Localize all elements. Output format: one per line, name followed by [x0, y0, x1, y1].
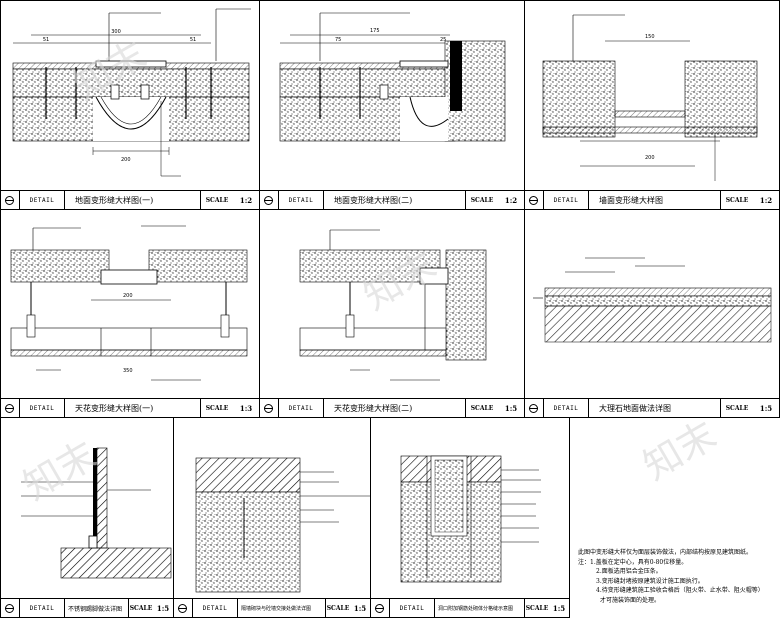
general-notes: 此图中变形缝大样仅为面层装饰做法，内部结构按原见建筑图纸。 注：1.盖板在定中心…	[578, 548, 778, 605]
scale-label: SCALE	[465, 399, 498, 417]
detail-panel-opening-masonry: DETAIL 洞口附加钢筋处砌体分格缝示意图 SCALE 1:5	[370, 417, 570, 618]
detail-panel-partition-junction: DETAIL 隔墙砌块与砼墙交接处做法详图 SCALE 1:5	[173, 417, 371, 618]
dim-p2-left: 75	[335, 37, 341, 43]
section-symbol-icon	[264, 195, 273, 205]
marble-floor-drawing	[533, 257, 772, 343]
scale-value: 1:2	[504, 195, 518, 205]
scale-value: 1:3	[239, 403, 253, 413]
dim-p2-right: 25	[440, 37, 446, 43]
panel-caption: DETAIL 隔墙砌块与砼墙交接处做法详图 SCALE 1:5	[174, 598, 370, 617]
panel-title: 隔墙砌块与砼墙交接处做法详图	[241, 605, 312, 612]
note-item: 2.面板选用铝合金压条。	[596, 568, 662, 575]
dim-p2-top: 175	[370, 28, 380, 34]
detail-panel-marble-floor: DETAIL 大理石地面做法详图 SCALE 1:5	[524, 209, 780, 418]
panel-caption: DETAIL 不锈钢踢脚做法详图 SCALE 1:5	[1, 598, 173, 617]
panel-caption: DETAIL 天花变形缝大样图(一) SCALE 1:3	[1, 398, 259, 417]
floor-joint-2-drawing: 175 75 25	[279, 12, 506, 142]
section-symbol-icon	[264, 403, 273, 413]
detail-label: DETAIL	[192, 599, 238, 617]
note-item: 才可施装饰面的处理。	[600, 596, 661, 604]
scale-label: SCALE	[524, 599, 549, 617]
scale-label: SCALE	[200, 399, 233, 417]
panel-caption: DETAIL 洞口附加钢筋处砌体分格缝示意图 SCALE 1:5	[371, 598, 569, 617]
panel-title: 地面变形缝大样图(二)	[334, 195, 413, 205]
panel-title: 天花变形缝大样图(二)	[334, 403, 413, 413]
section-symbol-icon	[529, 403, 538, 413]
detail-label: DETAIL	[389, 599, 435, 617]
detail-panel-wall-joint: 150 200 DETAIL 墙面变形缝大样图 SCALE 1:2	[524, 0, 780, 210]
panel-title: 洞口附加钢筋处砌体分格缝示意图	[438, 605, 514, 612]
detail-panel-ceiling-joint-1: 200 350 DETAIL 天花变形缝大样图(一) SCALE 1:3	[0, 209, 260, 418]
dim-p3-top: 150	[645, 34, 655, 40]
scale-label: SCALE	[720, 191, 753, 209]
section-symbol-icon	[529, 195, 538, 205]
dim-p1-right: 51	[190, 37, 196, 43]
detail-panel-steel-skirting: DETAIL 不锈钢踢脚做法详图 SCALE 1:5	[0, 417, 174, 618]
scale-label: SCALE	[128, 599, 153, 617]
section-symbol-icon	[5, 603, 14, 613]
scale-value: 1:5	[353, 603, 367, 613]
dim-p1-bottom: 200	[121, 157, 131, 163]
panel-caption: DETAIL 天花变形缝大样图(二) SCALE 1:5	[260, 398, 524, 417]
panel-caption: DETAIL 墙面变形缝大样图 SCALE 1:2	[525, 190, 779, 209]
panel-caption: DETAIL 大理石地面做法详图 SCALE 1:5	[525, 398, 779, 417]
wall-joint-drawing: 150 200	[542, 14, 758, 181]
floor-joint-1-drawing: 300 51 51 200	[12, 8, 251, 177]
steel-skirting-drawing	[21, 447, 172, 579]
notes-intro: 此图中变形缝大样仅为面层装饰做法，内部结构按原见建筑图纸。	[578, 549, 753, 556]
section-symbol-icon	[178, 603, 187, 613]
scale-value: 1:2	[239, 195, 253, 205]
note-item: 4.待变形缝建筑施工验收合格后（阻火带、止水带、阻火帽等）	[596, 587, 764, 594]
detail-panel-ceiling-joint-2: DETAIL 天花变形缝大样图(二) SCALE 1:5	[259, 209, 525, 418]
scale-value: 1:5	[504, 403, 518, 413]
section-symbol-icon	[5, 195, 14, 205]
note-item: 注：1.盖板在定中心，具有0-80位移量。	[578, 558, 688, 566]
partition-junction-drawing	[195, 457, 370, 593]
panel-title: 不锈钢踢脚做法详图	[68, 605, 123, 613]
panel-caption: DETAIL 地面变形缝大样图(一) SCALE 1:2	[1, 190, 259, 209]
detail-panel-floor-joint-1: 300 51 51 200 DETAIL 地面变形缝大样图(一) SCALE 1…	[0, 0, 260, 210]
panel-title: 天花变形缝大样图(一)	[75, 403, 154, 413]
opening-masonry-drawing	[400, 455, 541, 583]
scale-label: SCALE	[325, 599, 350, 617]
panel-title: 大理石地面做法详图	[599, 403, 671, 413]
note-item: 3.变形缝封堵按原建筑设计施工图执行。	[596, 577, 704, 585]
detail-label: DETAIL	[278, 399, 324, 417]
panel-title: 地面变形缝大样图(一)	[75, 195, 154, 205]
section-symbol-icon	[375, 603, 384, 613]
panel-title: 墙面变形缝大样图	[599, 195, 663, 205]
detail-label: DETAIL	[19, 399, 65, 417]
scale-label: SCALE	[200, 191, 233, 209]
dim-p4-mid: 200	[123, 293, 133, 299]
detail-label: DETAIL	[278, 191, 324, 209]
detail-label: DETAIL	[19, 191, 65, 209]
dim-p3-bottom: 200	[645, 155, 655, 161]
dim-p1-top: 300	[111, 29, 121, 35]
ceiling-joint-2-drawing	[299, 229, 487, 381]
ceiling-joint-1-drawing: 200 350	[10, 225, 248, 381]
detail-label: DETAIL	[543, 399, 589, 417]
dim-p1-left: 51	[43, 37, 49, 43]
panel-caption: DETAIL 地面变形缝大样图(二) SCALE 1:2	[260, 190, 524, 209]
detail-label: DETAIL	[543, 191, 589, 209]
scale-value: 1:5	[759, 403, 773, 413]
scale-label: SCALE	[465, 191, 498, 209]
scale-value: 1:5	[156, 603, 170, 613]
dim-p4-small: 350	[123, 368, 133, 374]
scale-value: 1:5	[552, 603, 566, 613]
section-symbol-icon	[5, 403, 14, 413]
scale-label: SCALE	[720, 399, 753, 417]
detail-panel-floor-joint-2: 175 75 25 DETAIL 地面变形缝大样图(二) SCALE 1:2	[259, 0, 525, 210]
detail-label: DETAIL	[19, 599, 65, 617]
scale-value: 1:2	[759, 195, 773, 205]
